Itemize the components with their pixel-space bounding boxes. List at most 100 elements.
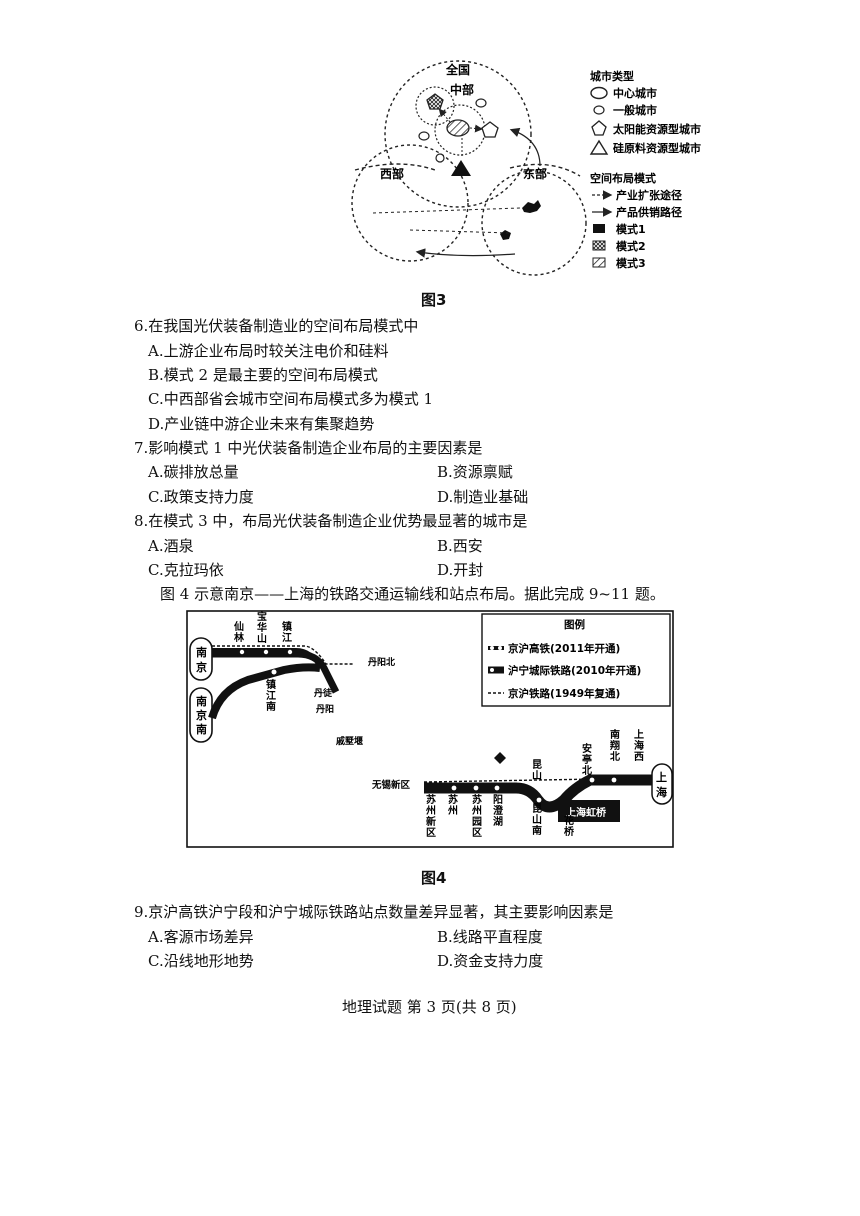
svg-text:州: 州: [471, 805, 482, 817]
svg-text:区: 区: [426, 827, 436, 839]
svg-text:湖: 湖: [493, 815, 503, 828]
svg-text:园: 园: [472, 816, 482, 828]
q6-option-a[interactable]: A.上游企业布局时较关注电价和硅料: [148, 342, 389, 360]
q7-option-b[interactable]: B.资源禀赋: [437, 463, 513, 481]
figure-4-caption: 图4: [421, 869, 447, 887]
label-nation: 全国: [445, 62, 470, 77]
label-west: 西部: [380, 166, 404, 181]
fig4-legend-1: 沪宁城际铁路(2010年开通): [508, 664, 641, 677]
station-wuxixinqu: 无锡新区: [371, 779, 411, 791]
svg-text:北: 北: [610, 750, 620, 763]
station-zhenjiangnan: 镇: [266, 678, 276, 691]
svg-text:江: 江: [282, 631, 292, 644]
station-qishuyan: 戚墅堰: [336, 735, 363, 747]
svg-text:山: 山: [257, 632, 267, 645]
svg-text:苏: 苏: [472, 793, 482, 806]
legend-city-type-1: 一般城市: [613, 103, 657, 117]
figure-3-diagram: 全国 中部 西部 东部 城市类型 中心城市 一般城市 太阳能资源型城市 硅原料资…: [351, 60, 701, 276]
svg-text:安: 安: [582, 742, 592, 755]
svg-text:上: 上: [656, 770, 667, 784]
q6-option-b[interactable]: B.模式 2 是最主要的空间布局模式: [148, 366, 378, 384]
legend-layout-1: 产品供销路径: [616, 205, 682, 219]
question-9-stem: 9.京沪高铁沪宁段和沪宁城际铁路站点数量差异显著，其主要影响因素是: [134, 903, 614, 921]
svg-text:北: 北: [582, 764, 592, 777]
q9-option-a[interactable]: A.客源市场差异: [148, 928, 254, 946]
svg-text:南: 南: [532, 824, 542, 837]
svg-text:林: 林: [234, 631, 245, 644]
fig4-legend-0: 京沪高铁(2011年开通): [508, 642, 620, 655]
q9-option-c[interactable]: C.沿线地形地势: [148, 952, 254, 970]
label-east: 东部: [523, 166, 547, 181]
legend-city-type-title: 城市类型: [590, 69, 634, 83]
svg-text:南: 南: [610, 728, 620, 741]
q8-option-c[interactable]: C.克拉玛依: [148, 561, 224, 579]
q8-option-b[interactable]: B.西安: [437, 537, 483, 555]
svg-text:昆: 昆: [532, 803, 542, 815]
svg-text:花: 花: [564, 814, 574, 827]
q7-option-a[interactable]: A.碳排放总量: [148, 463, 239, 481]
west-region-circle: [351, 144, 469, 262]
svg-text:海: 海: [634, 739, 644, 752]
question-7-stem: 7.影响模式 1 中光伏装备制造企业布局的主要因素是: [134, 439, 483, 457]
station-danyang: 丹阳: [316, 704, 334, 715]
svg-text:海: 海: [656, 785, 667, 799]
mode1-east-shape: [522, 200, 541, 213]
svg-text:桥: 桥: [564, 825, 575, 838]
svg-text:华: 华: [257, 621, 267, 634]
q9-option-b[interactable]: B.线路平直程度: [437, 928, 543, 946]
svg-text:山: 山: [532, 769, 542, 782]
svg-text:上: 上: [634, 728, 644, 741]
q8-option-a[interactable]: A.酒泉: [148, 537, 194, 555]
legend-layout-4: 模式3: [616, 256, 646, 270]
silicon-city-mode1: [451, 160, 471, 176]
svg-text:昆: 昆: [532, 759, 542, 771]
fig4-legend-2: 京沪铁路(1949年复通): [508, 687, 620, 700]
svg-text:苏: 苏: [426, 793, 436, 806]
station-xianlin: 仙: [234, 620, 244, 633]
solar-city-icon: [481, 121, 499, 138]
legend-layout-0: 产业扩张途径: [616, 188, 682, 202]
svg-text:南: 南: [196, 722, 207, 736]
svg-text:澄: 澄: [493, 804, 504, 817]
figure-3-caption: 图3: [421, 291, 447, 309]
svg-text:山: 山: [532, 813, 542, 826]
station-danyangbei: 丹阳北: [368, 656, 395, 668]
legend-city-type-0: 中心城市: [613, 86, 657, 100]
station-nanjing-bottom: 京: [196, 660, 207, 674]
label-central: 中部: [450, 82, 474, 97]
fig4-legend-title: 图例: [564, 618, 585, 631]
figure-4-map: 图例 京沪高铁(2011年开通) 沪宁城际铁路(2010年开通) 京沪铁路(19…: [186, 610, 674, 848]
q7-option-d[interactable]: D.制造业基础: [437, 488, 529, 506]
legend-layout-3: 模式2: [616, 239, 646, 253]
q9-option-d[interactable]: D.资金支持力度: [437, 952, 544, 970]
mode3-center-city: [446, 119, 470, 137]
legend-city-type-3: 硅原料资源型城市: [613, 141, 701, 155]
q6-option-d[interactable]: D.产业链中游企业未来有集聚趋势: [148, 415, 375, 433]
q7-option-c[interactable]: C.政策支持力度: [148, 488, 254, 506]
question-6-stem: 6.在我国光伏装备制造业的空间布局模式中: [134, 317, 419, 335]
q6-option-c[interactable]: C.中西部省会城市空间布局模式多为模式 1: [148, 390, 434, 408]
svg-text:南: 南: [196, 694, 207, 708]
station-dantu: 丹徒: [314, 687, 333, 699]
station-zhenjiang: 镇: [282, 620, 292, 633]
svg-text:苏: 苏: [448, 793, 458, 806]
question-8-stem: 8.在模式 3 中，布局光伏装备制造企业优势最显著的城市是: [134, 512, 528, 530]
svg-text:区: 区: [472, 827, 482, 839]
figure-4-intro: 图 4 示意南京——上海的铁路交通运输线和站点布局。据此完成 9~11 题。: [160, 585, 665, 603]
svg-text:新: 新: [426, 815, 436, 828]
svg-text:南: 南: [266, 700, 276, 713]
east-region-circle: [481, 170, 587, 276]
q8-option-d[interactable]: D.开封: [437, 561, 484, 579]
central-region-circle: [384, 60, 532, 208]
svg-text:京: 京: [196, 708, 207, 722]
station-baohuashan: 宝: [257, 610, 267, 623]
svg-text:西: 西: [634, 751, 644, 763]
page-footer: 地理试题 第 3 页(共 8 页): [342, 998, 517, 1016]
svg-text:阳: 阳: [493, 794, 503, 806]
legend-layout-2: 模式1: [616, 222, 646, 236]
svg-text:翔: 翔: [609, 739, 620, 752]
station-nanjing-top: 南: [196, 645, 207, 659]
svg-text:州: 州: [425, 805, 436, 817]
legend-layout-title: 空间布局模式: [590, 171, 656, 185]
legend-city-type-2: 太阳能资源型城市: [612, 122, 701, 136]
